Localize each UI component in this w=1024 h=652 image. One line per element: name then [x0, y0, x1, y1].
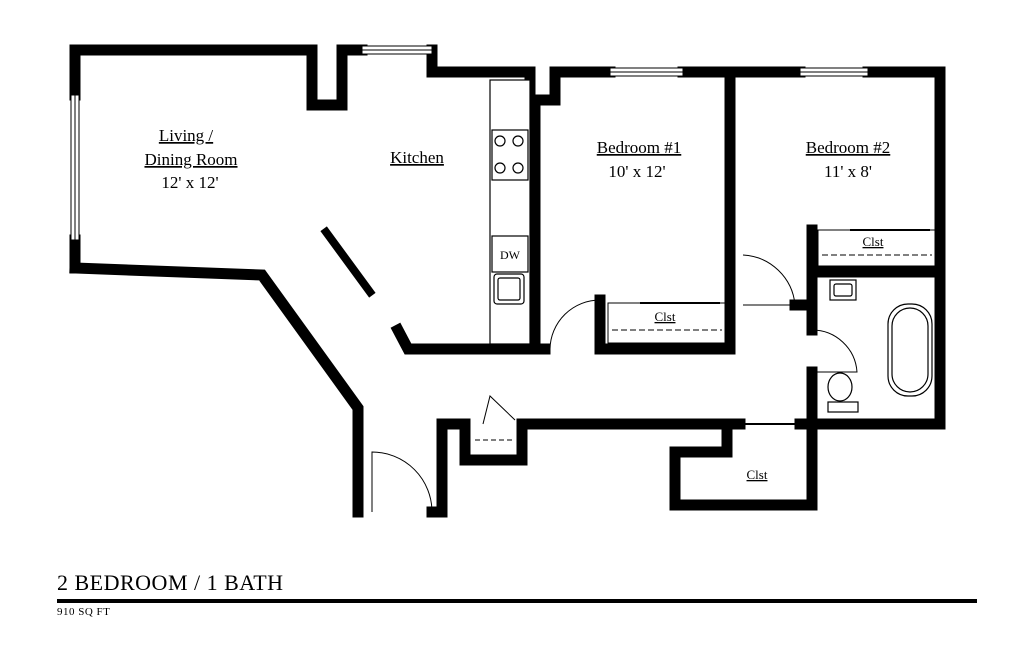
bath-fixtures	[827, 279, 933, 413]
bedroom1-label: Bedroom #1	[597, 138, 682, 157]
living-room-size: 12' x 12'	[161, 173, 218, 192]
hall-south-wall-left	[426, 418, 746, 518]
bedroom2-north-east-wall	[812, 66, 946, 430]
bedroom2-label: Bedroom #2	[806, 138, 891, 157]
living-room-label-2: Dining Room	[144, 150, 237, 169]
toilet	[827, 372, 853, 402]
burner-icon	[494, 135, 506, 147]
bedroom2-size: 11' x 8'	[824, 162, 872, 181]
doors	[371, 254, 858, 513]
title-rule	[57, 599, 977, 603]
plan-footer: 2 BEDROOM / 1 BATH 910 SQ FT	[57, 570, 977, 618]
plan-area: 910 SQ FT	[57, 606, 111, 618]
kitchen-counter	[489, 79, 531, 345]
hall-closet-door	[482, 395, 516, 425]
bedroom1-size: 10' x 12'	[608, 162, 665, 181]
bedroom2-door	[742, 254, 796, 306]
closet-bedroom1-label: Clst	[655, 309, 676, 324]
closet-hall-label: Clst	[747, 467, 768, 482]
living-room-label-1: Living /	[159, 126, 214, 145]
burner-icon	[494, 162, 506, 174]
bath-door	[811, 329, 858, 373]
kitchen-south-wall	[390, 322, 551, 355]
room-labels: Living / Dining Room 12' x 12' Kitchen B…	[144, 126, 890, 482]
living-room-wall	[69, 44, 368, 111]
bedroom-partition	[594, 66, 736, 355]
burner-icon	[512, 135, 524, 147]
entry-door	[371, 451, 433, 513]
closets	[475, 229, 937, 441]
burner-icon	[512, 162, 524, 174]
bedroom1-door	[549, 299, 601, 350]
living-south-diagonal-wall	[69, 262, 364, 518]
hall-closet-wall	[669, 418, 818, 511]
kitchen-label: Kitchen	[390, 148, 444, 167]
dishwasher-label: DW	[500, 248, 521, 262]
plan-title: 2 BEDROOM / 1 BATH	[57, 570, 284, 595]
closet-bedroom2-label: Clst	[863, 234, 884, 249]
dishwasher	[491, 235, 529, 273]
kitchen-angled-counter	[320, 226, 376, 298]
floor-plan: Living / Dining Room 12' x 12' Kitchen B…	[69, 44, 946, 518]
windows	[70, 45, 869, 241]
